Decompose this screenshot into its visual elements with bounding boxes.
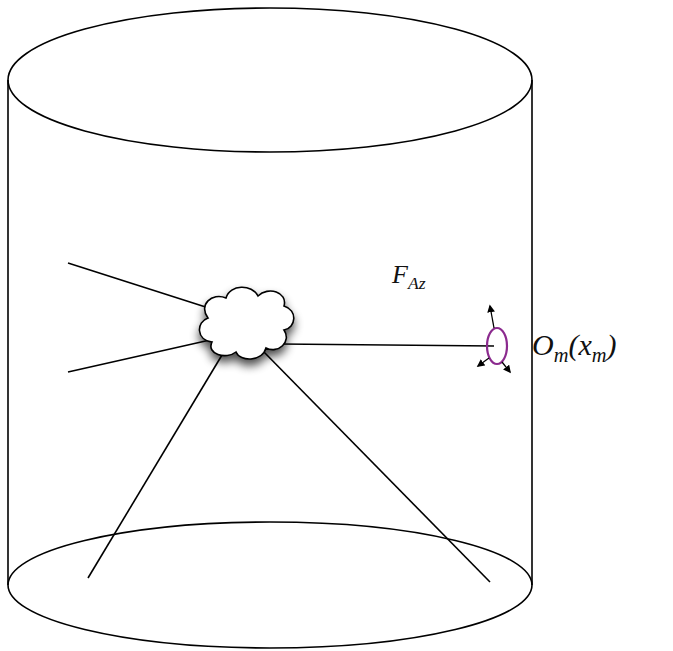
math-text: ) <box>606 328 616 361</box>
flux-arrows <box>478 306 510 372</box>
propagator-lines <box>68 263 494 582</box>
cylinder-outline <box>8 8 532 648</box>
operator-label: Om(xm) <box>532 330 616 365</box>
subscript-text: Az <box>408 273 426 293</box>
wilson-loop-ellipse <box>487 328 507 364</box>
subscript-text: m <box>592 344 607 366</box>
math-text: (x <box>568 328 591 361</box>
field-strength-label: FAz <box>392 262 426 292</box>
subscript-text: m <box>554 344 569 366</box>
math-text: O <box>532 328 554 361</box>
math-text: F <box>392 260 408 289</box>
interaction-cloud <box>199 287 293 359</box>
